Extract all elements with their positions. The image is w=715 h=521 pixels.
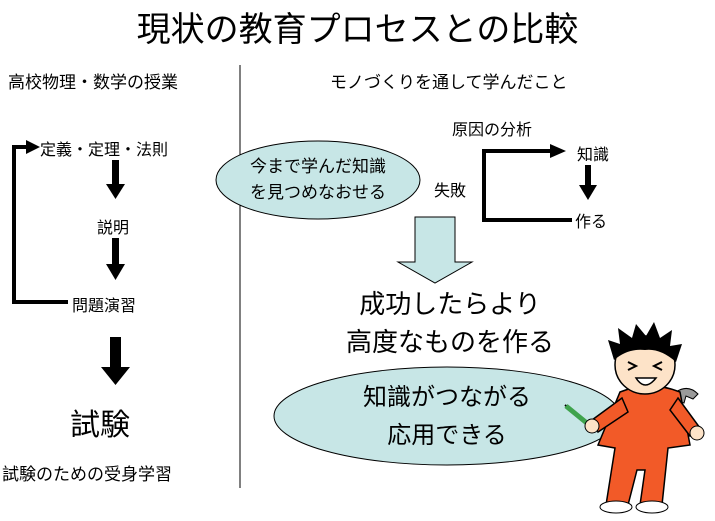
loop-line [12, 145, 68, 304]
bracket-arrowhead [550, 144, 566, 158]
arrow-down-2 [106, 238, 125, 280]
arrow-knowledge-make [579, 165, 597, 200]
ellipse-connect-text: 知識がつながる 応用できる [330, 378, 564, 454]
failure-label: 失敗 [434, 181, 467, 200]
cartoon-figure-icon [564, 322, 705, 514]
exam-label: 試験 [70, 408, 130, 443]
ellipse-reflect-line-2: を見つめなおせる [250, 183, 386, 203]
left-header: 高校物理・数学の授業 [8, 73, 178, 93]
loop-arrowhead [26, 140, 40, 154]
right-header: モノづくりを通して学んだこと [330, 73, 568, 93]
knowledge-label: 知識 [577, 145, 610, 164]
success-line-1: 成功したらより [359, 290, 541, 320]
arrow-down-1 [106, 160, 125, 199]
bracket-line [482, 149, 572, 222]
ellipse-connect-line-1: 知識がつながる [363, 383, 531, 411]
ellipse-reflect-line-1: 今まで学んだ知識 [250, 157, 386, 177]
step-definitions: 定義・定理・法則 [40, 140, 169, 159]
step-explanation: 説明 [97, 218, 130, 237]
ellipse-reflect [215, 140, 421, 220]
success-line-2: 高度なものを作る [345, 328, 554, 358]
arrow-down-3 [101, 337, 130, 385]
left-footer: 試験のための受身学習 [2, 465, 172, 485]
cause-analysis-label: 原因の分析 [452, 120, 533, 139]
ellipse-reflect-text: 今まで学んだ知識 を見つめなおせる [222, 154, 414, 206]
ellipse-connect-line-2: 応用できる [387, 421, 507, 449]
make-label: 作る [575, 212, 608, 231]
flow-arrow [396, 216, 474, 284]
step-exercises: 問題演習 [72, 296, 137, 315]
page-title: 現状の教育プロセスとの比較 [136, 10, 579, 50]
